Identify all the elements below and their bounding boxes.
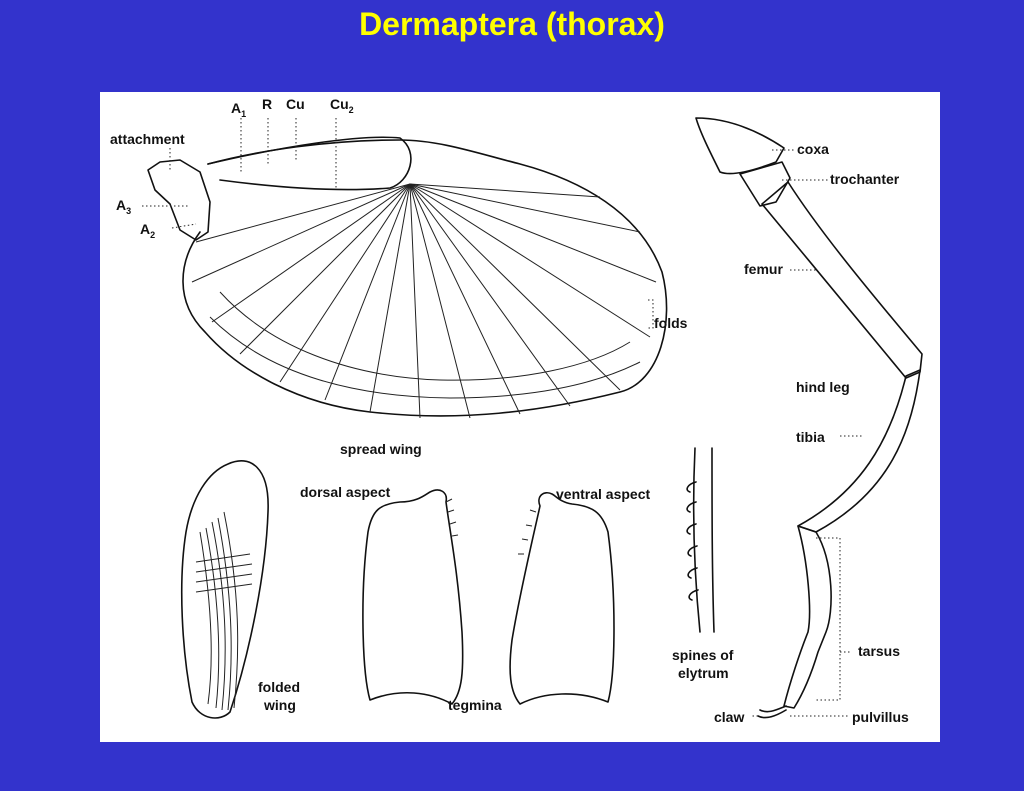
label-wing: wing (263, 697, 296, 713)
elytrum-spines-drawing (686, 447, 715, 633)
elytrum-edge-right (711, 447, 715, 633)
wing-fan-outline (182, 139, 668, 417)
leg-tarsus (783, 525, 832, 709)
earwig-thorax-diagram: A1 R Cu Cu2 attachment A3 A2 folds sprea… (110, 96, 923, 725)
label-ventral-aspect: ventral aspect (556, 486, 650, 502)
tegmen-dorsal-outline (362, 489, 464, 705)
leg-claw (757, 705, 787, 719)
label-tibia: tibia (796, 429, 825, 445)
label-elytrum: elytrum (678, 665, 729, 681)
wing-fold-arc (219, 291, 631, 381)
label-femur: femur (744, 261, 783, 277)
vein-label-a3: A3 (116, 197, 131, 216)
tegmen-ventral-outline (509, 491, 615, 705)
leg-trochanter (739, 161, 791, 207)
spread-wing-drawing (142, 118, 668, 419)
label-claw: claw (714, 709, 744, 725)
spread-wing-leaders (142, 118, 654, 329)
label-pulvillus: pulvillus (852, 709, 909, 725)
vein-label-a1: A1 (231, 100, 246, 119)
folded-wing-drawing (180, 460, 269, 719)
folded-wing-pleats (195, 511, 253, 711)
label-spread-wing: spread wing (340, 441, 422, 457)
wing-fold-arc-outer (209, 316, 641, 399)
tegmen-ventral-bristles (518, 509, 537, 555)
label-spines-of: spines of (672, 647, 734, 663)
label-dorsal-aspect: dorsal aspect (300, 484, 391, 500)
label-folds: folds (654, 315, 688, 331)
wing-leading-edge (207, 136, 412, 191)
wing-radial-veins (191, 183, 657, 419)
tegmen-dorsal-drawing (362, 489, 464, 705)
elytrum-spines (686, 481, 699, 601)
hind-leg-drawing (695, 117, 923, 719)
leg-femur (761, 181, 923, 379)
slide-title: Dermaptera (thorax) (359, 6, 665, 42)
wing-attachment-base (147, 159, 211, 241)
vein-label-cu2: Cu2 (330, 96, 354, 115)
tegmen-dorsal-bristles (445, 498, 459, 537)
tegmen-ventral-drawing (509, 491, 615, 705)
label-coxa: coxa (797, 141, 829, 157)
label-attachment: attachment (110, 131, 185, 147)
vein-label-r: R (262, 96, 272, 112)
label-hind-leg: hind leg (796, 379, 850, 395)
elytrum-edge-left (692, 447, 701, 633)
leg-leaders (752, 149, 862, 717)
label-trochanter: trochanter (830, 171, 900, 187)
vein-label-cu: Cu (286, 96, 305, 112)
label-tarsus: tarsus (858, 643, 900, 659)
label-folded: folded (258, 679, 300, 695)
figure-panel: A1 R Cu Cu2 attachment A3 A2 folds sprea… (100, 92, 940, 742)
folded-wing-outline (180, 460, 269, 719)
vein-label-a2: A2 (140, 221, 155, 240)
label-tegmina: tegmina (448, 697, 502, 713)
